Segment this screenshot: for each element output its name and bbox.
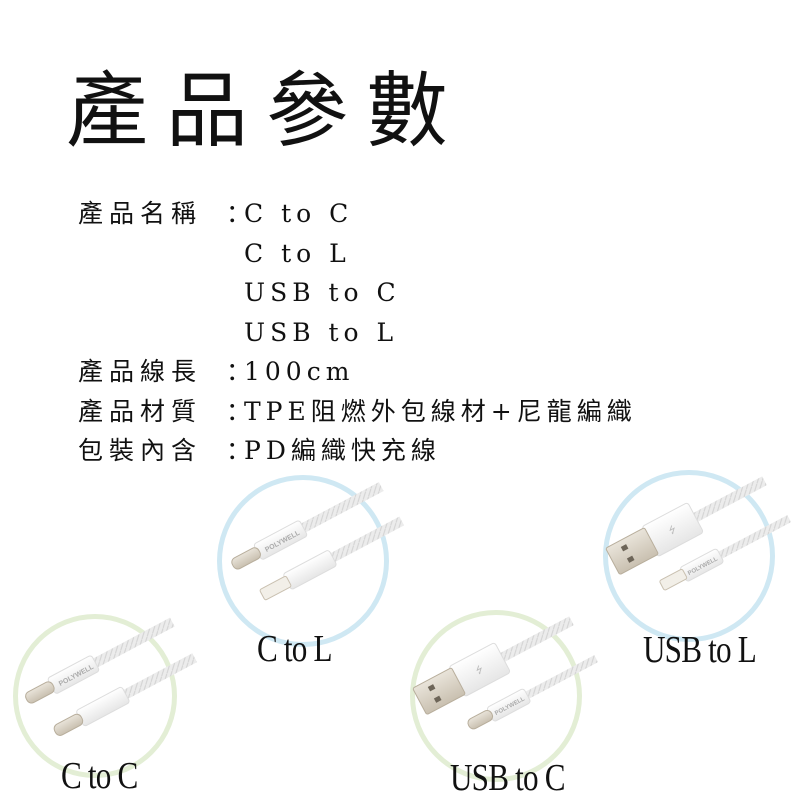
spec-value: 100cm	[244, 357, 355, 386]
product-ring	[217, 475, 389, 647]
spec-value: TPE阻燃外包線材+尼龍編織	[244, 396, 637, 426]
spec-label: 產品名稱	[78, 199, 203, 228]
spec-value: USB to L	[244, 317, 399, 347]
spec-colon: ：	[226, 357, 252, 386]
spec-row-length: 產品線長 ： 100cm	[78, 352, 637, 392]
product-caption: C to L	[257, 628, 333, 670]
spec-row-package: 包裝內含 ： PD編織快充線	[78, 431, 637, 471]
spec-value-list: C to C C to L USB to C USB to L	[244, 194, 401, 352]
spec-colon: ：	[226, 396, 252, 426]
spec-row-product-name: 產品名稱 ： C to C C to L USB to C USB to L	[78, 194, 637, 352]
spec-label: 產品線長	[78, 357, 203, 386]
product-caption: C to C	[61, 755, 138, 797]
product-usb-to-l: ⭍ POLYWELL USB to L	[603, 470, 792, 671]
spec-value: C to C	[244, 199, 354, 228]
usb-c-to-lightning-cable-image: POLYWELL	[231, 482, 405, 601]
product-c-to-c: POLYWELL C to C	[13, 614, 198, 797]
product-caption: USB to L	[643, 629, 757, 671]
usb-c-to-usb-c-cable-image: POLYWELL	[25, 617, 198, 736]
product-caption: USB to C	[450, 757, 565, 799]
spec-value: USB to C	[244, 278, 401, 307]
product-c-to-l: POLYWELL C to L	[217, 475, 405, 670]
usb-a-to-usb-c-cable-image: ⭍ POLYWELL	[412, 616, 599, 730]
product-usb-to-c: ⭍ POLYWELL USB to C	[410, 610, 599, 799]
spec-row-material: 產品材質 ： TPE阻燃外包線材+尼龍編織	[78, 392, 637, 432]
spec-list: 產品名稱 ： C to C C to L USB to C USB to L 產…	[78, 194, 637, 471]
spec-value: C to L	[244, 238, 351, 268]
page-title: 產品參數	[66, 64, 467, 159]
spec-value: PD編織快充線	[244, 436, 441, 465]
spec-label: 包裝內含	[78, 436, 203, 465]
spec-colon: ：	[226, 199, 252, 228]
usb-a-to-lightning-cable-image: ⭍ POLYWELL	[605, 476, 792, 591]
spec-label: 產品材質	[78, 396, 203, 426]
spec-colon: ：	[226, 436, 252, 465]
